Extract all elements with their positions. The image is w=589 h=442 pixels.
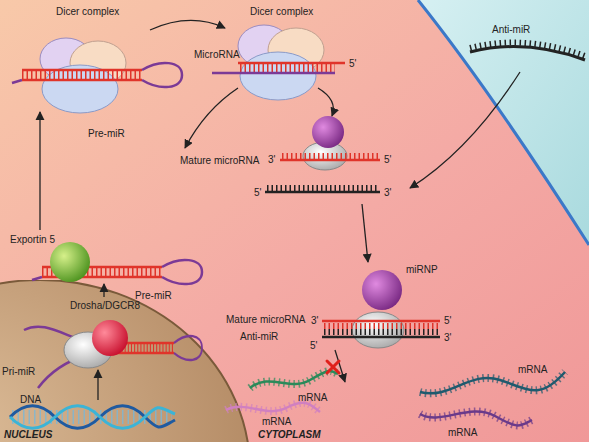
anti-mir-strand <box>322 336 440 339</box>
arrow <box>185 88 238 148</box>
pre-mir-hairpin <box>42 260 202 284</box>
part-label: 5' <box>384 154 391 166</box>
bases <box>282 153 378 159</box>
bases <box>324 323 438 329</box>
bases <box>324 329 438 335</box>
protein <box>92 320 128 356</box>
part-label: Anti-miR <box>492 24 530 36</box>
block-cross <box>327 361 339 373</box>
strand <box>10 406 175 429</box>
anti-mir-strand <box>470 43 585 60</box>
rna-strand <box>212 72 335 75</box>
part-label: mRNA <box>262 416 291 428</box>
part-label: miRNP <box>406 264 438 276</box>
part-label: 5' <box>349 58 356 70</box>
rna-strand <box>280 159 380 162</box>
part-label: 3' <box>311 315 318 327</box>
arrow <box>362 204 368 262</box>
dicer-protein <box>40 38 126 113</box>
anti-mir-strand <box>265 191 380 194</box>
mirnp-complex <box>322 270 440 348</box>
dicer-pre-mir-complex <box>12 38 182 113</box>
part-label: 3' <box>268 154 275 166</box>
overhang <box>12 80 22 83</box>
part-label: mRNA <box>518 364 547 376</box>
bases <box>267 185 378 191</box>
mature-microrna-complex <box>265 116 380 192</box>
part-label: Anti-miR <box>240 331 278 343</box>
drosha-complex <box>24 320 202 388</box>
region-label: NUCLEUS <box>4 429 52 441</box>
part-label: mRNA <box>298 392 327 404</box>
bases <box>226 403 320 412</box>
dna-helix <box>10 406 175 429</box>
arrow <box>103 284 104 297</box>
part-label: Dicer complex <box>56 6 119 18</box>
arrow <box>150 20 225 30</box>
part-label: 5' <box>254 187 261 199</box>
nucleus-shape <box>0 280 250 442</box>
part-label: Exportin 5 <box>10 234 55 246</box>
extracellular-fill <box>418 0 589 245</box>
rna-strand <box>238 62 345 65</box>
part-label: Pri-miR <box>2 366 35 378</box>
bases <box>420 411 532 425</box>
bases <box>470 43 585 56</box>
part-label: 3' <box>444 332 451 344</box>
rungs <box>12 410 172 424</box>
flank <box>24 327 90 343</box>
dicer-microrna-complex <box>212 25 345 100</box>
dicer-protein <box>238 25 324 100</box>
process-arrows <box>40 20 520 400</box>
overhang <box>32 277 42 280</box>
strand <box>470 47 585 60</box>
bases <box>420 372 565 393</box>
part-label: Pre-miR <box>88 128 125 140</box>
base-pairs <box>240 64 335 72</box>
part-label: 5' <box>310 340 317 352</box>
protein <box>362 270 402 310</box>
flank <box>38 353 90 388</box>
arrow <box>335 350 345 382</box>
protein <box>303 142 347 170</box>
part-label: Mature microRNA <box>180 155 259 167</box>
mrna <box>420 372 565 393</box>
part-label: Drosha/DGCR8 <box>70 300 140 312</box>
part-label: DNA <box>20 394 41 406</box>
strand <box>10 406 175 429</box>
rna-strand <box>322 320 440 323</box>
mrna <box>420 411 532 425</box>
part-label: Mature microRNA <box>226 314 305 326</box>
part-label: MicroRNA <box>194 49 240 61</box>
part-label: Pre-miR <box>135 290 172 302</box>
cell-membrane <box>418 0 589 245</box>
arrow <box>97 370 98 400</box>
protein <box>352 312 404 348</box>
mrna <box>226 403 320 412</box>
pri-mir-hairpin <box>90 336 202 360</box>
exportin-protein <box>50 242 90 282</box>
protein <box>64 332 112 368</box>
cross-stroke <box>327 361 339 373</box>
region-label: CYTOPLASM <box>258 429 321 441</box>
bases <box>250 371 338 388</box>
mrna <box>250 371 338 388</box>
arrow <box>39 112 40 230</box>
exportin-complex <box>32 242 202 284</box>
cross-stroke <box>327 361 339 373</box>
part-label: 5' <box>444 315 451 327</box>
part-label: Dicer complex <box>250 6 313 18</box>
protein <box>312 116 344 148</box>
part-label: mRNA <box>448 427 477 439</box>
part-label: 3' <box>384 187 391 199</box>
arrow <box>410 72 520 188</box>
pre-mir-hairpin <box>22 63 182 87</box>
arrow <box>318 88 333 116</box>
